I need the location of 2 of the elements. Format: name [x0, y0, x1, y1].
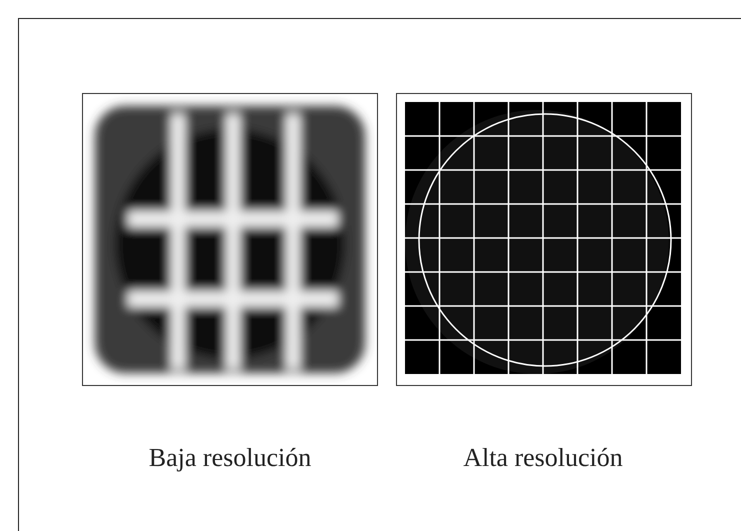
- image-caption: Baja resolución: [148, 443, 312, 473]
- image-caption: Alta resolución: [463, 443, 623, 473]
